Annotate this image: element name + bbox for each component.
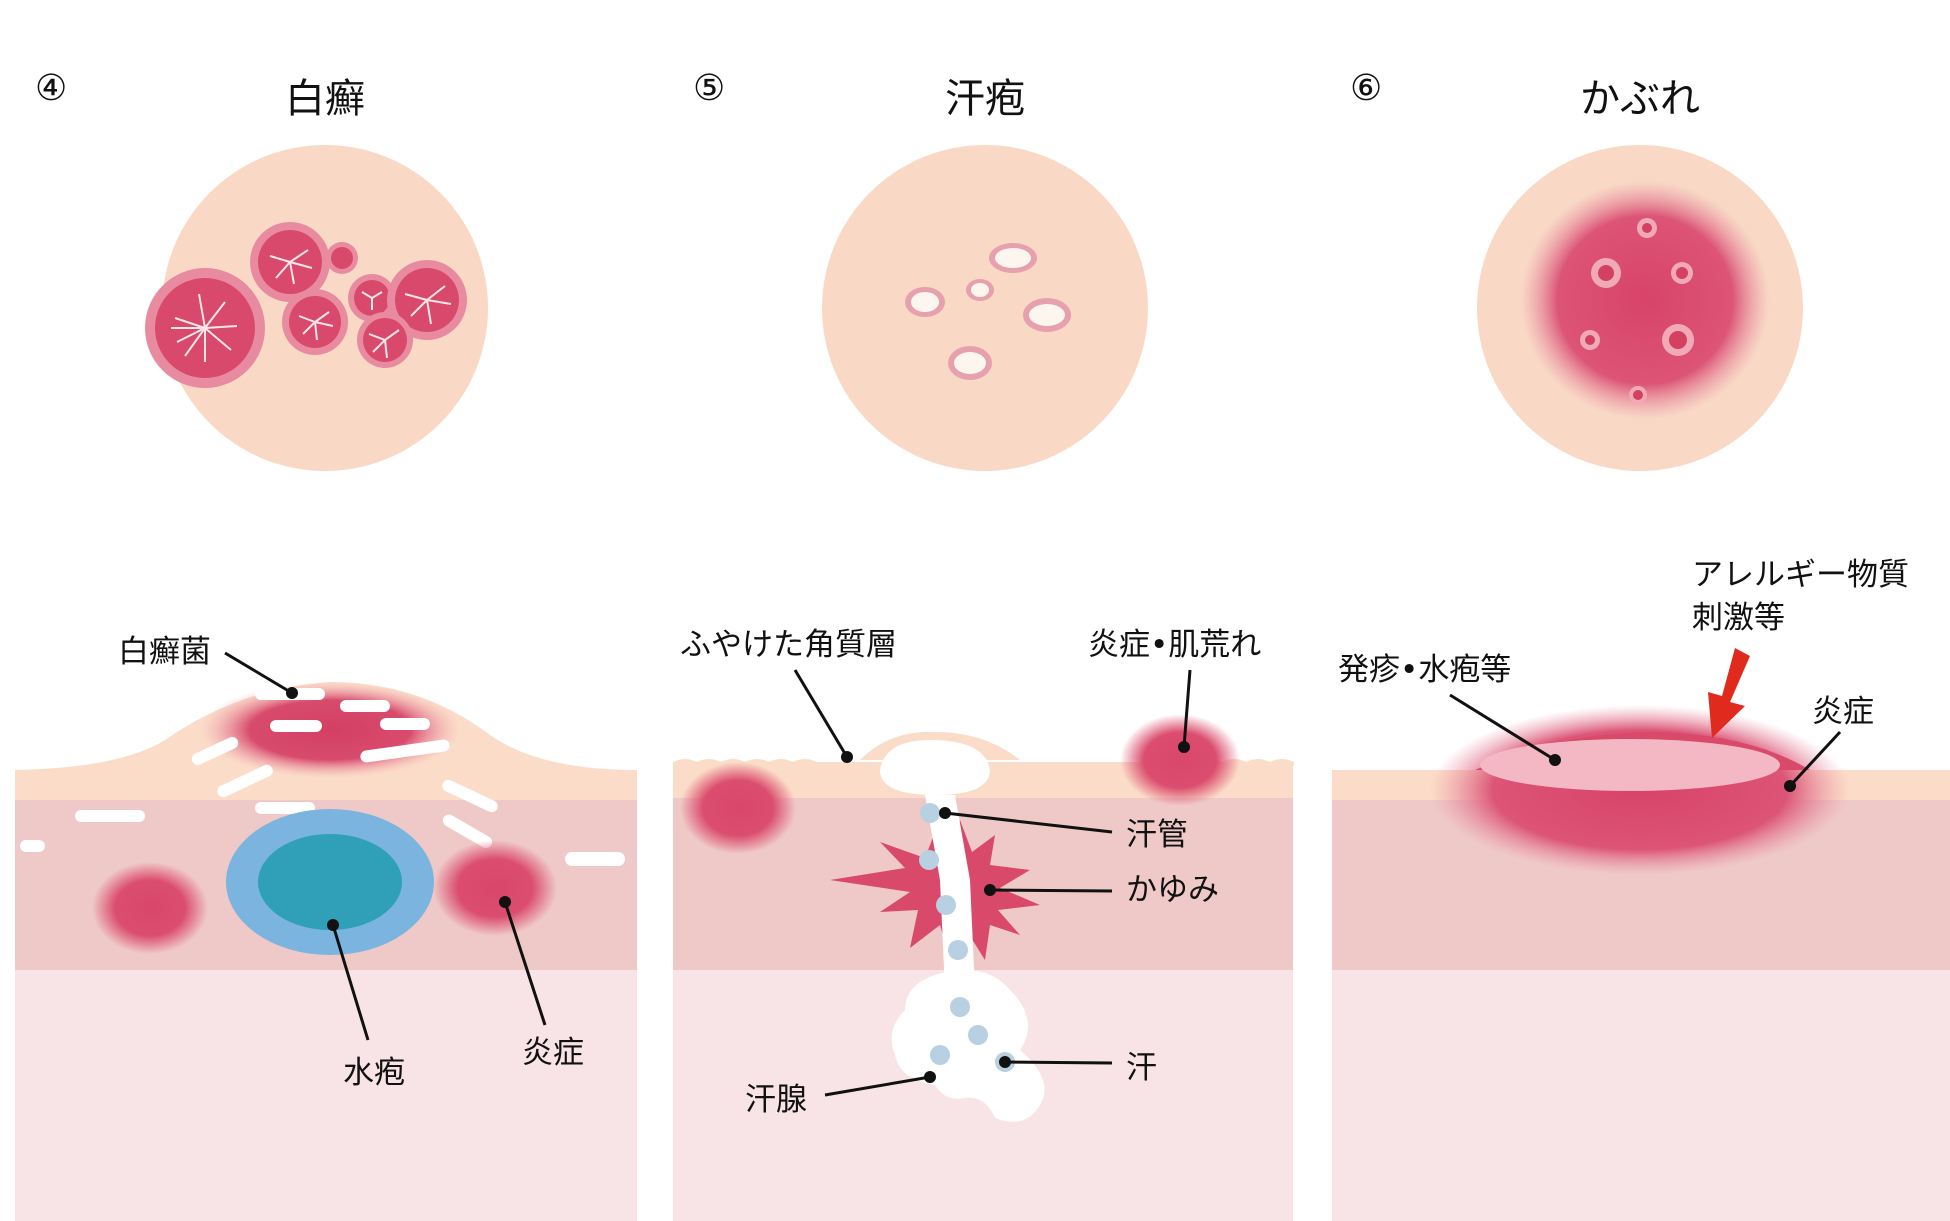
vesicle: [1480, 739, 1780, 791]
panel-number: ④: [35, 68, 67, 109]
sweat-droplets: [919, 803, 1015, 1072]
label-sweat-duct: 汗管: [1126, 817, 1188, 853]
label-inflammation-rough: 炎症•肌荒れ: [1088, 627, 1261, 663]
leader-sweat-gland: [824, 1075, 931, 1097]
label-allergen-line2: 刺激等: [1692, 600, 1785, 636]
inflammation-surface: [1120, 714, 1240, 806]
leader-fungus: [224, 651, 293, 695]
surface-view-circle: [1477, 145, 1803, 471]
label-sweat: 汗: [1126, 1050, 1157, 1086]
leader-blister: [331, 924, 370, 1041]
leader-rash: [1449, 693, 1556, 762]
leader-itch: [989, 888, 1113, 893]
sweat-gland: [891, 970, 1045, 1122]
panel-contact-dermatitis: ⑥ かぶれ アレルギー物質 刺激等 発疹•水疱等: [1332, 68, 1950, 1221]
leader-softened-stratum: [793, 669, 849, 758]
panel-title: かぶれ: [1580, 76, 1700, 122]
leader-inflammation-rough: [1182, 669, 1192, 748]
panel-title: 汗疱: [945, 76, 1025, 122]
cross-section: [673, 714, 1294, 1221]
label-inflammation: 炎症: [522, 1035, 584, 1071]
label-inflammation: 炎症: [1812, 694, 1874, 730]
papules: [1580, 218, 1694, 404]
surface-view-circle: [822, 145, 1148, 471]
fungal-hyphae: [20, 688, 625, 866]
leader-inflammation: [1788, 730, 1842, 788]
panel-dyshidrosis: ⑤ 汗疱: [673, 68, 1294, 1221]
panel-number: ⑥: [1350, 68, 1382, 109]
label-sweat-gland: 汗腺: [745, 1082, 807, 1118]
label-fungus: 白癬菌: [118, 634, 211, 670]
label-blister: 水疱: [343, 1055, 405, 1091]
leader-inflammation: [503, 901, 547, 1026]
label-softened-stratum: ふやけた角質層: [680, 627, 897, 663]
allergen-arrow: [1708, 648, 1750, 738]
leader-sweat-duct: [944, 811, 1113, 834]
cross-section: [1332, 648, 1950, 1221]
cross-section: [15, 682, 637, 1221]
ringworm-patches: [145, 222, 467, 388]
rash-area: [1520, 180, 1770, 420]
panel-number: ⑤: [693, 68, 725, 109]
panel-title: 白癬: [285, 76, 365, 122]
label-allergen-line1: アレルギー物質: [1692, 557, 1909, 593]
panel-tinea: ④ 白癬: [15, 68, 637, 1221]
surface-view-circle: [145, 145, 488, 471]
duct-opening: [880, 740, 990, 795]
inflammation-right: [433, 840, 557, 936]
inflammation-left: [92, 862, 208, 954]
label-itch: かゆみ: [1126, 872, 1219, 908]
inflammation-left: [680, 762, 796, 854]
small-vesicles: [905, 243, 1071, 380]
leader-sweat: [1004, 1060, 1113, 1065]
label-rash: 発疹•水疱等: [1338, 652, 1511, 688]
itch-burst: [830, 820, 1040, 960]
